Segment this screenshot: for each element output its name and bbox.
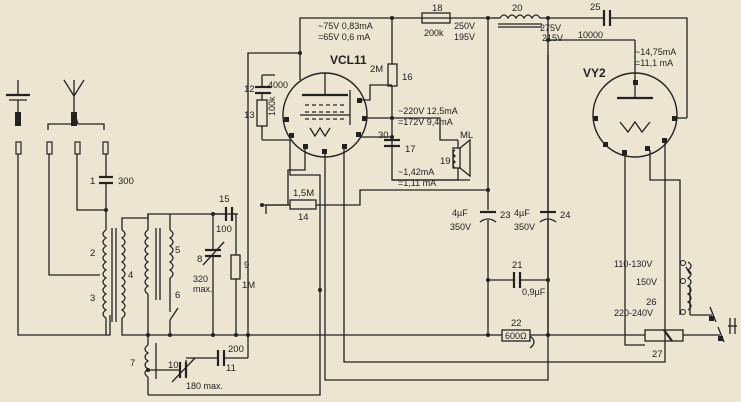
ground-antenna-symbol [6, 80, 30, 126]
c17-value: 30 [378, 130, 389, 141]
coil-l7 [144, 335, 157, 395]
current-note-vy2-a: ~14,75mA [635, 47, 676, 57]
capacitor-c17 [384, 138, 400, 148]
r14-ref: 14 [298, 212, 309, 223]
c12-value: 4000 [268, 80, 288, 90]
r18-value: 200k [424, 28, 444, 38]
r18-ref: 18 [432, 3, 443, 14]
transformer-t26 [680, 260, 692, 315]
mains-plug[interactable] [709, 306, 737, 343]
l7-ref: 7 [130, 358, 135, 369]
c15-ref: 15 [219, 194, 230, 205]
input-sockets[interactable] [15, 141, 109, 155]
capacitor-c23 [479, 210, 497, 223]
capacitor-c15 [213, 207, 236, 221]
c8-value-a: 320 [193, 274, 208, 284]
voltage-note-mid-a: ~220V 12,5mA [398, 106, 458, 116]
c24-ref: 24 [560, 210, 571, 221]
c1-ref: 1 [90, 176, 95, 187]
switch-sw27[interactable] [644, 329, 684, 342]
socket-bracket [47, 115, 105, 130]
capacitor-c21 [488, 272, 548, 288]
l20-ref: 20 [512, 3, 523, 14]
voltage-note-mid-b: =172V 9,4mA [398, 117, 453, 127]
capacitor-c11 [186, 70, 249, 366]
resistor-r13 [256, 99, 268, 127]
c21-ref: 21 [512, 260, 523, 271]
c11-ref: 11 [226, 363, 236, 374]
c24-value-b: 350V [514, 222, 535, 232]
tube-vy2 [592, 72, 678, 158]
c23-value-b: 350V [450, 222, 471, 232]
r14-value: 1,5M [293, 188, 314, 199]
junction-dots [104, 16, 550, 372]
coil-l5 [144, 228, 174, 300]
resistor-r18 [421, 12, 451, 24]
c21-value: 0,9µF [522, 287, 546, 297]
s6-ref: 6 [175, 290, 180, 301]
l4-ref: 4 [128, 270, 133, 281]
sw27-ref: 27 [652, 349, 663, 360]
c10-value: 180 max. [186, 381, 223, 391]
c23-value-a: 4µF [452, 208, 468, 218]
capacitor-c24 [539, 210, 557, 223]
r13-value: 100k [267, 96, 277, 116]
current-note-low-b: =1,11 mA [398, 178, 436, 188]
tube-vcl11 [282, 72, 368, 158]
coil-l2-l3 [102, 228, 126, 335]
tap-220-240: 220-240V [614, 308, 653, 318]
capacitor-c25 [602, 10, 612, 26]
spk19-ref: 19 [440, 156, 451, 167]
choke-l20 [498, 14, 542, 28]
l5-ref: 5 [175, 245, 180, 256]
voltage-note-l20-a: 275V [540, 23, 561, 33]
voltage-note-l20-b: 215V [542, 33, 563, 43]
r22-ref: 22 [511, 318, 522, 329]
r16-ref: 16 [402, 72, 413, 83]
l2-ref: 2 [90, 248, 95, 259]
voltage-note-top-a: ~75V 0,83mA [318, 21, 373, 31]
tap-150: 150V [636, 277, 657, 287]
voltage-note-top-b: =65V 0,6 mA [318, 32, 370, 42]
speaker-ml [452, 138, 471, 178]
r13-ref: 13 [244, 110, 255, 121]
c1-value: 300 [118, 176, 134, 187]
variable-capacitor-c10[interactable] [148, 357, 196, 383]
voltage-note-r18-a: 250V [454, 21, 475, 31]
tap-110-130: 110-130V [614, 259, 652, 269]
antenna-symbol [63, 79, 85, 126]
r22-value: 600Ω [505, 331, 527, 341]
switch-s6[interactable] [169, 278, 179, 335]
t26-ref: 26 [646, 297, 657, 308]
c25-ref: 25 [590, 2, 601, 13]
c25-value: 10000 [578, 30, 603, 40]
c8-ref: 8 [197, 254, 202, 265]
c12-ref: 12 [244, 84, 255, 95]
capacitor-c1 [99, 172, 113, 230]
vy2-label: VY2 [583, 66, 606, 80]
l3-ref: 3 [90, 293, 95, 304]
current-note-low-a: ~1,42mA [398, 167, 434, 177]
c17-ref: 17 [405, 144, 416, 155]
vcl11-label: VCL11 [330, 53, 367, 67]
c10-ref: 10 [168, 360, 179, 371]
current-note-vy2-b: =11,1 mA [635, 58, 673, 68]
c23-ref: 23 [500, 210, 511, 221]
c8-value-b: max. [193, 284, 213, 294]
variable-capacitor-c8[interactable] [202, 214, 225, 335]
resistor-r9 [230, 254, 241, 335]
resistor-r14 [289, 199, 317, 210]
voltage-note-r18-b: 195V [454, 32, 475, 42]
resistor-r16 [387, 63, 398, 87]
c15-value: 100 [216, 224, 232, 235]
spk19-value: ML [460, 130, 473, 141]
r16-value: 2M [370, 64, 383, 75]
r9-ref: 9 [244, 260, 249, 271]
c11-value: 200 [228, 344, 244, 355]
c24-value-a: 4µF [514, 208, 530, 218]
